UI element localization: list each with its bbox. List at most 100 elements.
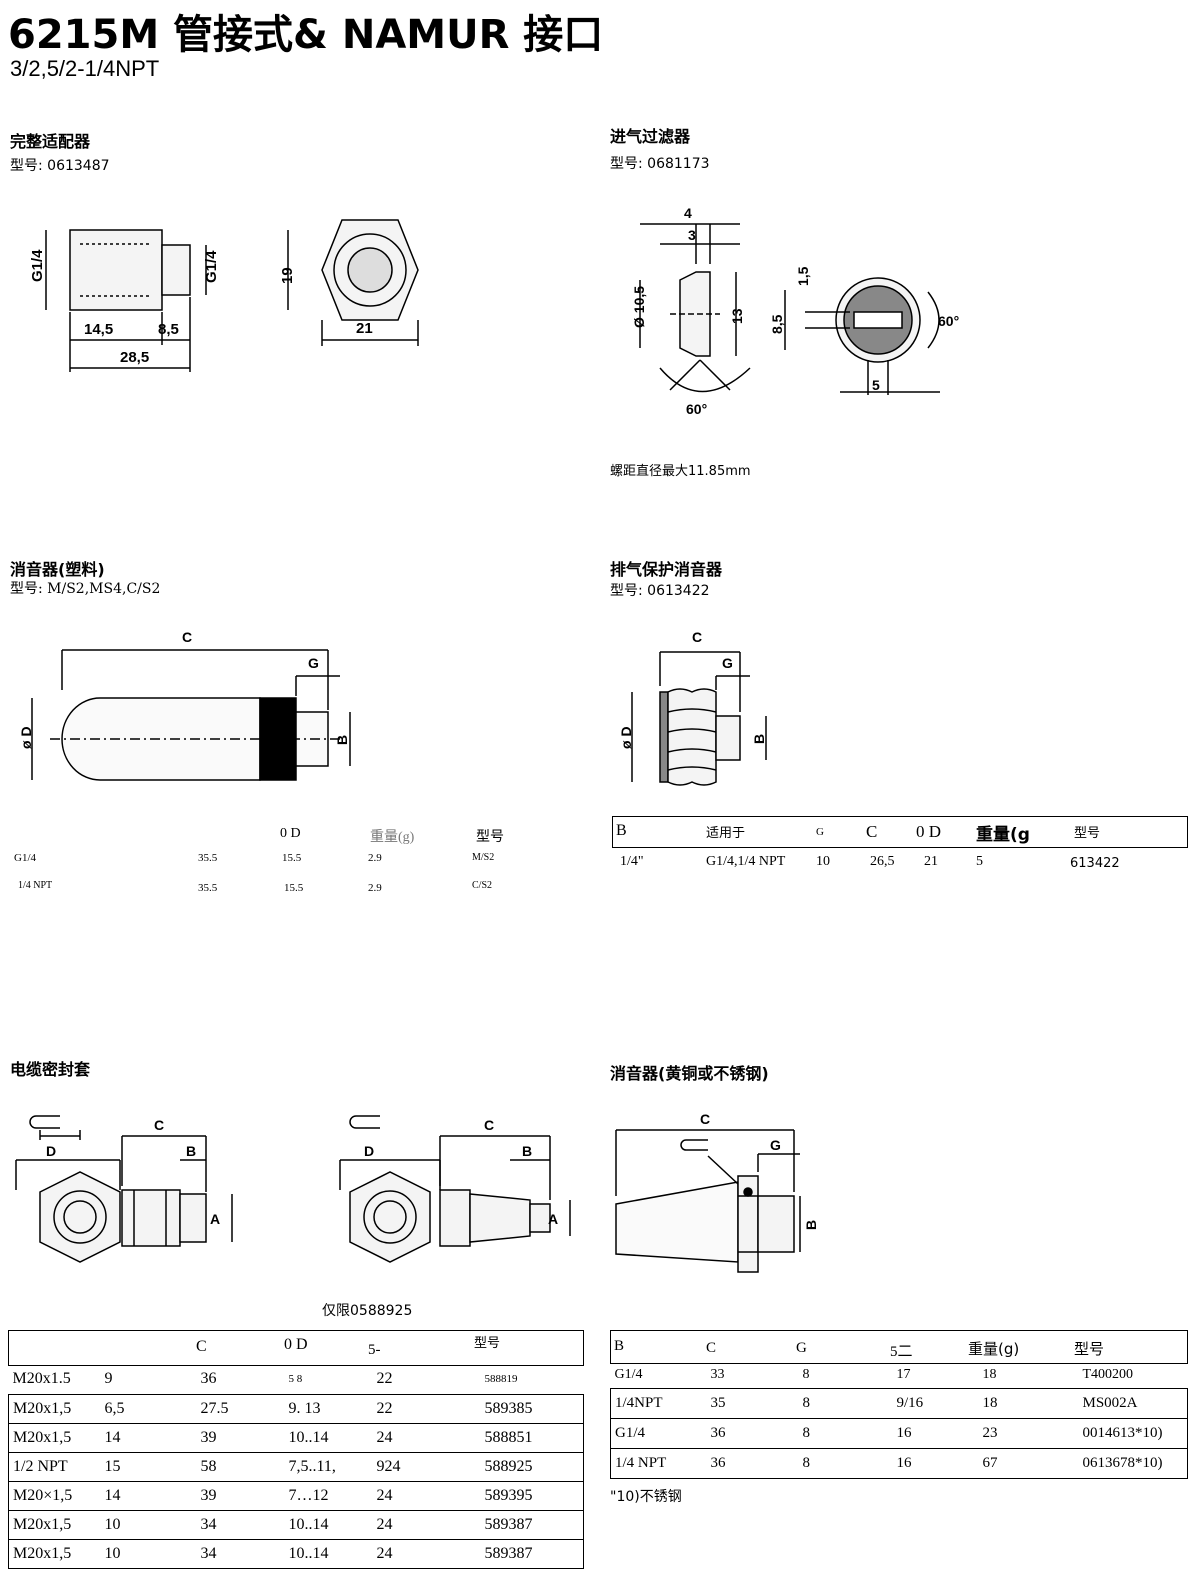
exhaust-thread — [715, 715, 741, 761]
metal-th: G — [796, 1340, 807, 1356]
exhaust-th: B — [616, 822, 627, 839]
exhaust-dim-b: B — [751, 734, 767, 744]
silencer-metal-dim-g: G — [770, 1137, 781, 1153]
silencer-plastic-heading: 消音器(塑料) — [10, 560, 105, 579]
exhaust-table-header — [612, 816, 1188, 848]
filter-heading: 进气过滤器 — [610, 127, 691, 146]
adapter-dim-8-5: 8,5 — [158, 321, 179, 338]
table-row: M20x1,5 10 34 10..14 24 589387 — [8, 1510, 584, 1539]
adapter-drawing: G1/4 G1/4 14,5 8,5 28,5 19 21 — [29, 219, 419, 372]
filter-model: 型号: 0681173 — [610, 156, 710, 172]
gland-table: M20x1.5 9 36 5 8 22 588819 M20x1,5 6,5 2… — [8, 1364, 584, 1569]
adapter-g-left: G1/4 — [29, 249, 46, 282]
silencer-metal-dim-c: C — [700, 1111, 710, 1127]
silencer-metal-heading: 消音器(黄铜或不锈钢) — [610, 1064, 769, 1083]
filter-dim-4: 4 — [684, 205, 692, 221]
cable-gland-drawing: D C B A D C B A — [15, 1115, 571, 1263]
filter-side — [679, 271, 711, 357]
gland-th: 型号 — [474, 1336, 501, 1351]
gland-dim-a-left: A — [210, 1211, 220, 1227]
table-row: G1/4 33 8 17 18 T400200 — [610, 1362, 1188, 1388]
exhaust-th: 型号 — [1074, 826, 1101, 841]
gland-hex-left — [39, 1171, 121, 1263]
silencer-plastic-drawing: C G ø D B — [18, 629, 351, 781]
metal-th: 型号 — [1074, 1340, 1105, 1358]
table-row: M20x1,5 6,5 27.5 9. 13 22 589385 — [8, 1394, 584, 1423]
table-row: 1/2 NPT 15 58 7,5..11, 924 588925 — [8, 1452, 584, 1481]
table-row: G1/4 36 8 16 23 0014613*10) — [610, 1418, 1188, 1448]
adapter-dim-21: 21 — [356, 320, 373, 337]
gland-th: 0 D — [284, 1336, 308, 1353]
adapter-thread — [161, 244, 191, 296]
gland-dim-b-right: B — [522, 1143, 532, 1159]
exhaust-th: 重量(g — [976, 825, 1030, 845]
silencer-metal-dim-b: B — [803, 1220, 819, 1230]
adapter-dim-19: 19 — [279, 267, 296, 284]
adapter-body — [69, 229, 163, 311]
page-title: 6215M 管接式& NAMUR 接口 — [8, 12, 604, 58]
silencer-plastic-th-od: 0 D — [280, 826, 301, 841]
gland-dim-d-left: D — [46, 1143, 56, 1159]
gland-dim-d-right: D — [364, 1143, 374, 1159]
page-subtitle: 3/2,5/2-1/4NPT — [10, 56, 160, 81]
silencer-plastic-dim-g: G — [308, 655, 319, 671]
filter-dim-3: 3 — [688, 227, 696, 243]
adapter-heading: 完整适配器 — [10, 132, 91, 151]
gland-dim-c-right: C — [484, 1117, 494, 1133]
gland-dim-c-left: C — [154, 1117, 164, 1133]
silencer-plastic-dim-d: ø D — [18, 726, 34, 749]
gland-table-header — [8, 1330, 584, 1366]
adapter-dim-28-5: 28,5 — [120, 349, 149, 366]
filter-dim-13: 13 — [729, 308, 745, 324]
exhaust-th: C — [866, 822, 878, 841]
table-row: 1/4 NPT 36 8 16 67 0613678*10) — [610, 1448, 1188, 1478]
exhaust-dim-c: C — [692, 629, 702, 645]
table-row: M20x1,5 14 39 10..14 24 588851 — [8, 1423, 584, 1452]
filter-note: 螺距直径最大11.85mm — [610, 464, 751, 479]
cable-gland-note: 仅限0588925 — [322, 1303, 413, 1319]
table-row: M20x1.5 9 36 5 8 22 588819 — [8, 1364, 584, 1394]
metal-th: 重量(g) — [968, 1340, 1020, 1358]
gland-dim-a-right: A — [548, 1211, 558, 1227]
exhaust-filter-face — [659, 691, 669, 783]
table-row: 1/4NPT 35 8 9/16 18 MS002A — [610, 1388, 1188, 1418]
exhaust-body — [667, 688, 717, 786]
filter-dim-1-5: 1,5 — [795, 266, 811, 286]
silencer-plastic-th-model: 型号 — [476, 830, 504, 845]
silencer-plastic-th-weight: 重量(g) — [370, 830, 415, 845]
exhaust-th: 适用于 — [706, 826, 746, 841]
silencer-metal-footnote: "10)不锈钢 — [610, 1489, 682, 1505]
exhaust-dim-d: ø D — [618, 726, 634, 749]
exhaust-heading: 排气保护消音器 — [610, 560, 723, 579]
table-row: M20×1,5 14 39 7…12 24 589395 — [8, 1481, 584, 1510]
metal-th: B — [614, 1338, 625, 1354]
filter-angle-bottom: 60° — [686, 401, 707, 417]
gland-hex-right — [349, 1171, 431, 1263]
exhaust-drawing: C G ø D B — [618, 629, 767, 786]
filter-drawing: 4 3 Ø 10,5 13 60° 1,5 8,5 60° 5 — [631, 205, 959, 417]
metal-th: C — [706, 1340, 717, 1356]
silencer-plastic-dim-c: C — [182, 629, 192, 645]
filter-dim-5: 5 — [872, 377, 880, 393]
metal-table: G1/4 33 8 17 18 T400200 1/4NPT 35 8 9/16… — [610, 1362, 1188, 1479]
silencer-metal-thread — [757, 1195, 795, 1253]
gland-side-left — [121, 1189, 181, 1247]
table-row: M20x1,5 10 34 10..14 24 589387 — [8, 1539, 584, 1568]
metal-table-header — [610, 1330, 1188, 1364]
gland-side-right — [439, 1189, 471, 1247]
filter-angle-right: 60° — [938, 313, 959, 329]
adapter-dim-14-5: 14,5 — [84, 321, 113, 338]
silencer-metal-body — [615, 1181, 739, 1263]
exhaust-model: 型号: 0613422 — [610, 583, 710, 599]
silencer-plastic-model: 型号: M/S2,MS4,C/S2 — [10, 581, 161, 597]
silencer-plastic-dim-b: B — [334, 735, 350, 745]
gland-dim-b-left: B — [186, 1143, 196, 1159]
gland-th: C — [196, 1338, 207, 1355]
filter-dim-diameter: Ø 10,5 — [631, 286, 647, 328]
adapter-g-right: G1/4 — [203, 250, 220, 283]
gland-th: 5- — [368, 1342, 381, 1358]
adapter-model: 型号: 0613487 — [10, 158, 110, 174]
silencer-plastic-body — [61, 697, 261, 781]
filter-dim-8-5: 8,5 — [769, 314, 785, 334]
exhaust-th: 0 D — [916, 822, 942, 841]
